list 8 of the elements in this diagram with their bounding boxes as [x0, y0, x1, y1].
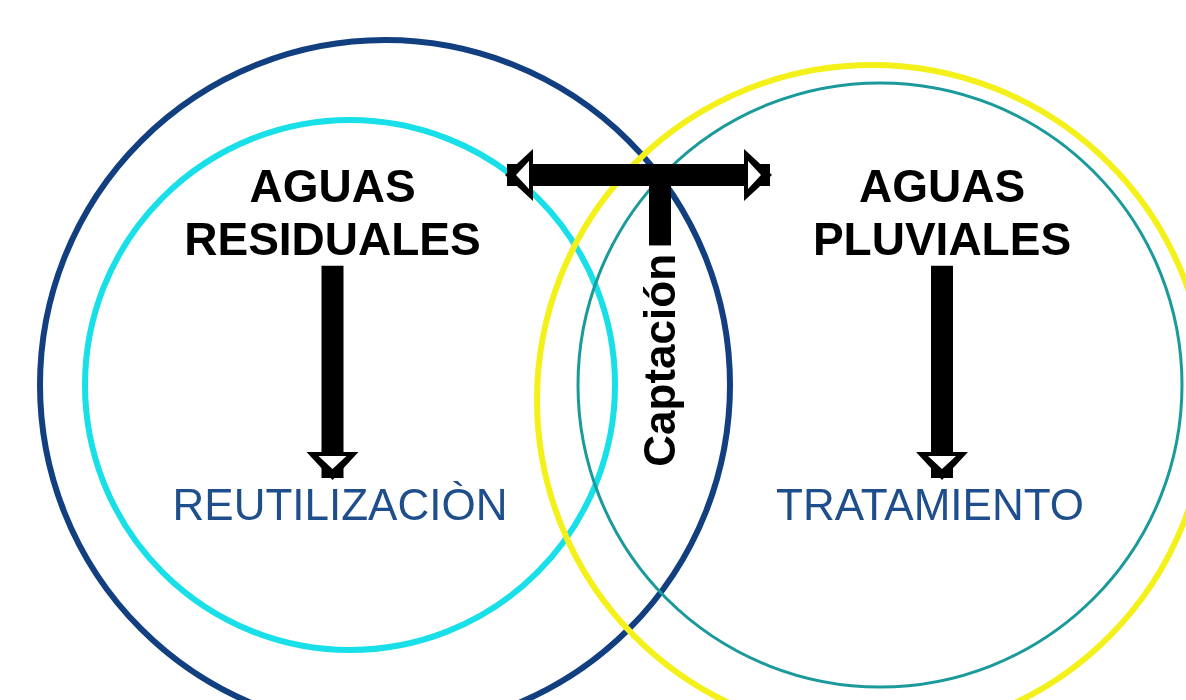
heading-text: AGUAS RESIDUALES: [160, 160, 505, 266]
block-arrow: [916, 265, 968, 480]
block-arrow: [649, 149, 772, 246]
label-text: REUTILIZACIÒN: [140, 480, 540, 531]
heading-text: AGUAS PLUVIALES: [772, 160, 1112, 266]
block-arrow: [306, 265, 359, 480]
label-text: TRATAMIENTO: [730, 480, 1130, 531]
heading-text: Captación: [634, 245, 686, 476]
